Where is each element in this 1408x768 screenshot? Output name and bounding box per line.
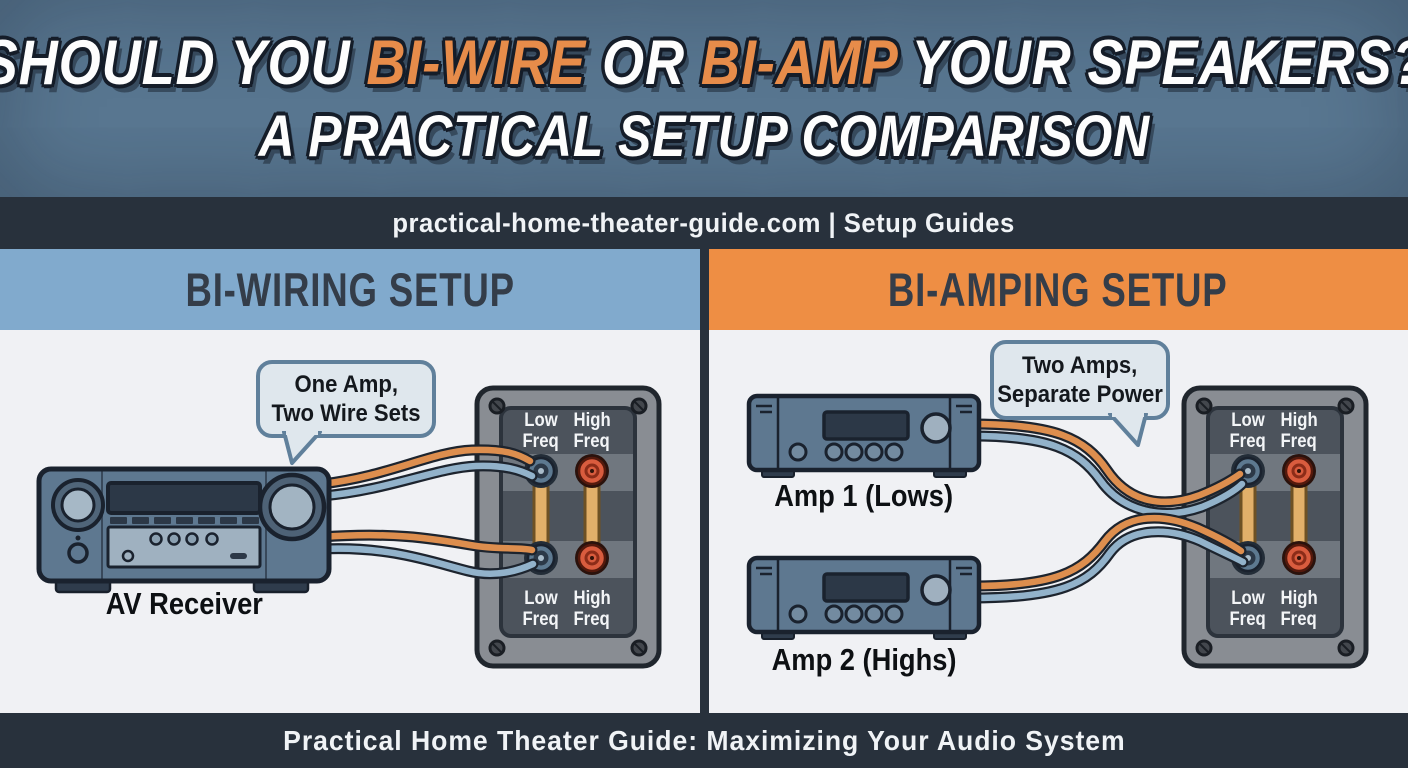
binding-post-high-top xyxy=(1282,454,1316,488)
biamping-header-label: BI-AMPING SETUP xyxy=(888,263,1228,316)
main-title-line1: SHOULD YOU BI-WIRE OR BI-AMP YOUR SPEAKE… xyxy=(0,27,1408,99)
biamping-speech-bubble: Two Amps, Separate Power xyxy=(990,340,1170,447)
footer-bar: Practical Home Theater Guide: Maximizing… xyxy=(0,713,1408,768)
amp1-illustration xyxy=(746,393,982,478)
site-bar: practical-home-theater-guide.com | Setup… xyxy=(0,197,1408,249)
biwiring-speech-bubble: One Amp, Two Wire Sets xyxy=(256,360,436,465)
receiver-lower-panel xyxy=(106,525,262,569)
site-bar-text: practical-home-theater-guide.com | Setup… xyxy=(392,207,1016,238)
binding-post-low-bottom xyxy=(524,541,558,575)
speech-bubble-tail xyxy=(282,431,322,465)
power-button-icon xyxy=(67,542,89,564)
biwiring-column-header: BI-WIRING SETUP xyxy=(0,249,700,330)
bubble-text-line2: Separate Power xyxy=(997,381,1163,408)
title-segment: YOUR SPEAKERS? xyxy=(896,28,1408,98)
title-segment: SHOULD YOU xyxy=(0,28,367,98)
binding-post-high-bottom xyxy=(1282,541,1316,575)
speech-bubble-tail xyxy=(1108,413,1148,447)
title-segment: OR xyxy=(586,28,701,98)
amp-display xyxy=(822,410,910,441)
amp2-illustration xyxy=(746,555,982,640)
panel-bar-bottom xyxy=(503,541,633,578)
receiver-button-row xyxy=(110,517,259,524)
binding-post-low-top xyxy=(1231,454,1265,488)
panel-bar-top xyxy=(1210,454,1340,491)
bubble-text-line2: Two Wire Sets xyxy=(271,400,421,427)
screw-icon xyxy=(488,397,648,657)
receiver-display xyxy=(106,481,262,515)
binding-post-high-bottom xyxy=(575,541,609,575)
binding-post-high-top xyxy=(575,454,609,488)
column-divider xyxy=(700,249,709,713)
bubble-text-line1: Two Amps, xyxy=(1022,352,1138,379)
title-biwire-highlight: BI-WIRE xyxy=(366,28,587,98)
binding-post-low-top xyxy=(524,454,558,488)
amp1-label: Amp 1 (Lows) xyxy=(774,478,954,513)
av-receiver-illustration xyxy=(36,466,332,594)
biamping-column-header: BI-AMPING SETUP xyxy=(708,249,1408,330)
main-title-line2: A PRACTICAL SETUP COMPARISON xyxy=(258,104,1150,169)
amp-display xyxy=(822,572,910,603)
title-biamp-highlight: BI-AMP xyxy=(700,28,897,98)
biwiring-header-label: BI-WIRING SETUP xyxy=(185,263,515,316)
amp2-label: Amp 2 (Highs) xyxy=(771,642,957,677)
bubble-text-line1: One Amp, xyxy=(294,371,398,398)
av-receiver-label: AV Receiver xyxy=(105,586,263,621)
binding-post-low-bottom xyxy=(1231,541,1265,575)
vent-lines-icon xyxy=(756,566,972,576)
volume-knob-icon xyxy=(920,574,952,606)
volume-knob-icon xyxy=(920,412,952,444)
amp-button-row xyxy=(788,604,904,624)
amp-button-row xyxy=(788,442,904,462)
panel-bar-top xyxy=(503,454,633,491)
screw-icon xyxy=(1195,397,1355,657)
vent-lines-icon xyxy=(756,404,972,414)
hero-header: SHOULD YOU BI-WIRE OR BI-AMP YOUR SPEAKE… xyxy=(0,0,1408,197)
receiver-small-knobs xyxy=(121,532,247,563)
panel-bar-bottom xyxy=(1210,541,1340,578)
footer-text: Practical Home Theater Guide: Maximizing… xyxy=(282,724,1126,756)
